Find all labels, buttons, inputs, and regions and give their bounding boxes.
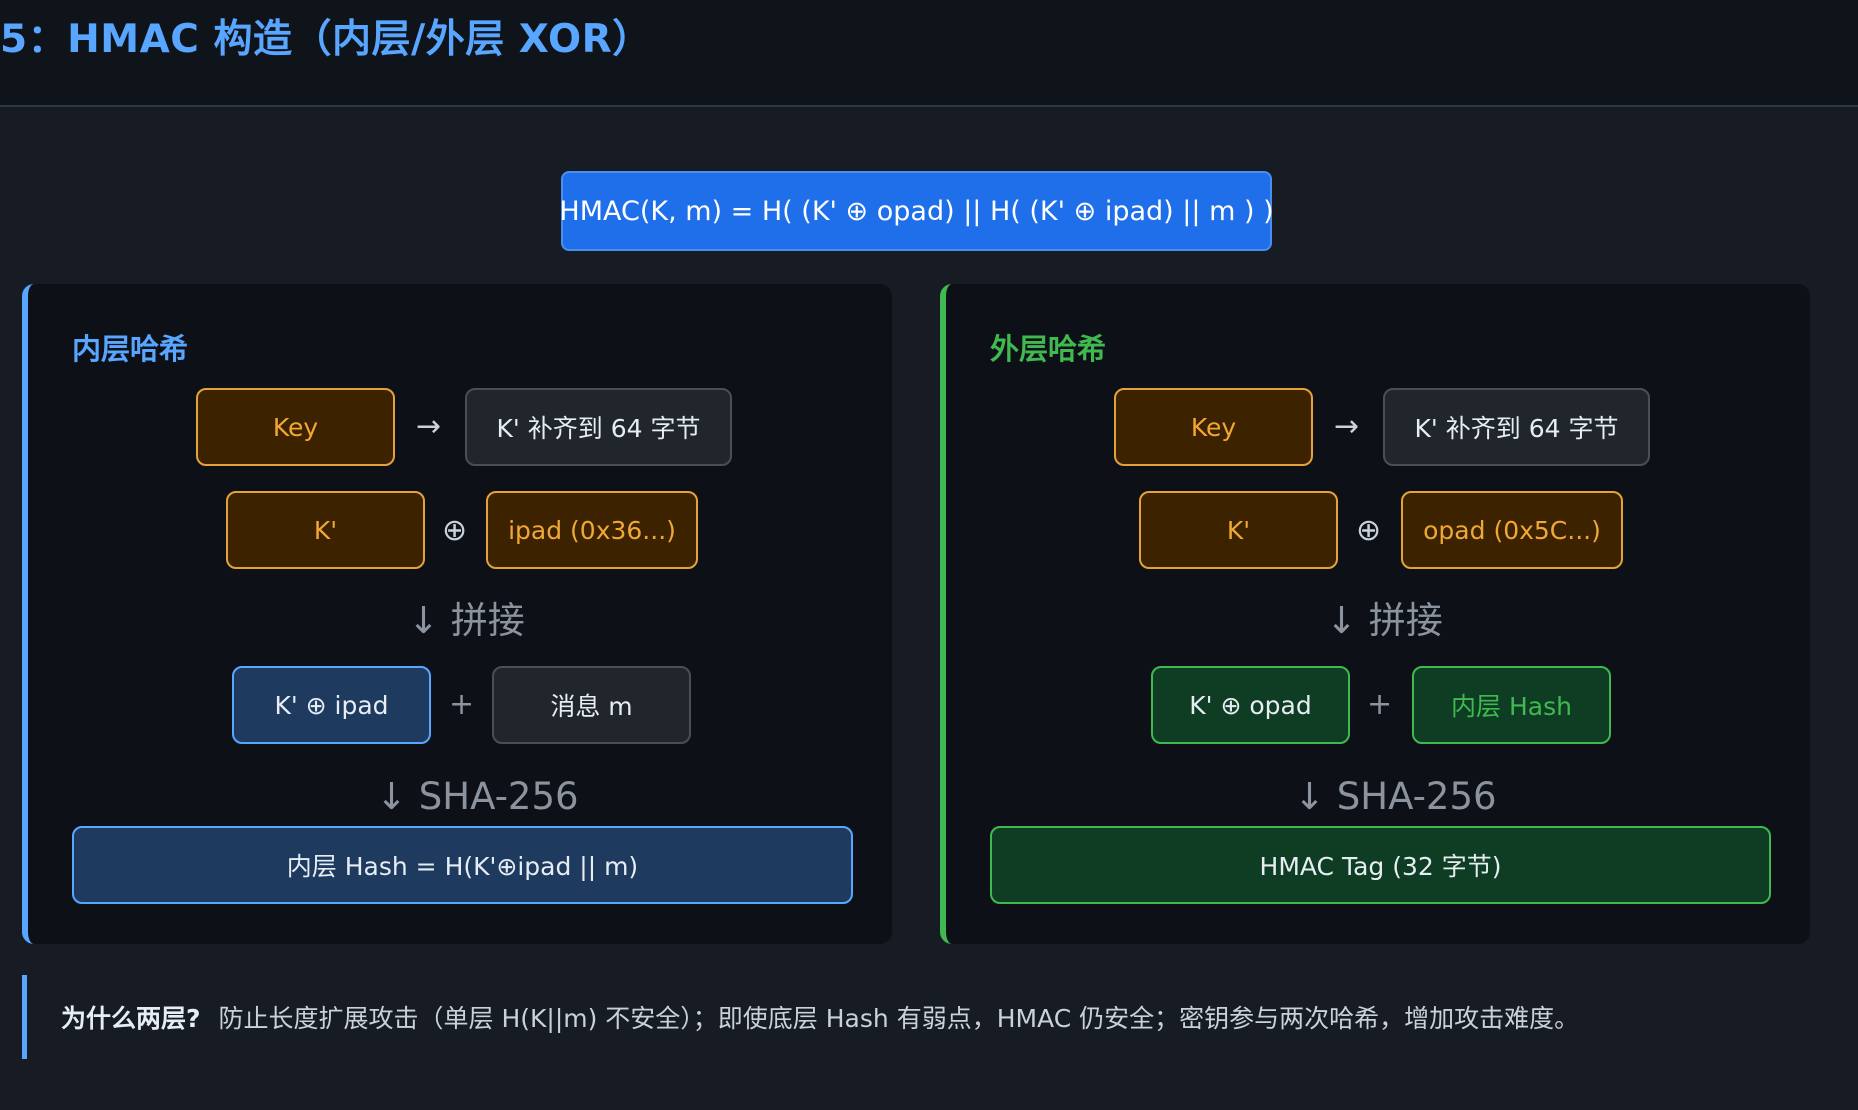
inner-xor-symbol: ⊕	[442, 513, 468, 548]
page-title: 5：HMAC 构造（内层/外层 XOR）	[0, 17, 652, 62]
outer-panel-title: 外层哈希	[990, 332, 1107, 366]
outer-hash-panel: 外层哈希 Key → K' 补齐到 64 字节 K' ⊕ opad (0x5C.…	[940, 284, 1810, 944]
outer-concat-step: ↓ 拼接	[1326, 599, 1443, 642]
page-header: 5：HMAC 构造（内层/外层 XOR）	[0, 0, 1858, 107]
hmac-tag-result: HMAC Tag (32 字节)	[990, 826, 1771, 904]
note-heading: 为什么两层?	[61, 1004, 201, 1033]
inner-ipad-box: ipad (0x36...)	[486, 491, 698, 569]
outer-opad-box: opad (0x5C...)	[1401, 491, 1623, 569]
inner-kprime-box: K'	[226, 491, 425, 569]
outer-xor-symbol: ⊕	[1356, 513, 1382, 548]
inner-padded-key-box: K' 补齐到 64 字节	[465, 388, 732, 466]
inner-concat-step: ↓ 拼接	[408, 599, 525, 642]
outer-plus-symbol: +	[1367, 687, 1393, 722]
inner-message-box: 消息 m	[492, 666, 691, 744]
inner-panel-title: 内层哈希	[72, 332, 189, 366]
inner-plus-symbol: +	[449, 687, 475, 722]
inner-hash-result: 内层 Hash = H(K'⊕ipad || m)	[72, 826, 853, 904]
outer-inner-hash-box: 内层 Hash	[1412, 666, 1611, 744]
inner-key-box: Key	[196, 388, 395, 466]
inner-hash-panel: 内层哈希 Key → K' 补齐到 64 字节 K' ⊕ ipad (0x36.…	[22, 284, 892, 944]
hmac-formula: HMAC(K, m) = H( (K' ⊕ opad) || H( (K' ⊕ …	[559, 171, 1274, 251]
outer-sha256-step: ↓ SHA-256	[1294, 775, 1497, 818]
explanation-note: 为什么两层? 防止长度扩展攻击（单层 H(K||m) 不安全）；即使底层 Has…	[22, 975, 1852, 1059]
note-text: 防止长度扩展攻击（单层 H(K||m) 不安全）；即使底层 Hash 有弱点，H…	[218, 1004, 1580, 1033]
inner-sha256-step: ↓ SHA-256	[376, 775, 579, 818]
outer-kprime-opad-box: K' ⊕ opad	[1151, 666, 1350, 744]
outer-padded-key-box: K' 补齐到 64 字节	[1383, 388, 1650, 466]
outer-arrow-right: →	[1334, 409, 1360, 444]
inner-arrow-right: →	[416, 409, 442, 444]
outer-kprime-box: K'	[1139, 491, 1338, 569]
inner-kprime-ipad-box: K' ⊕ ipad	[232, 666, 431, 744]
outer-key-box: Key	[1114, 388, 1313, 466]
